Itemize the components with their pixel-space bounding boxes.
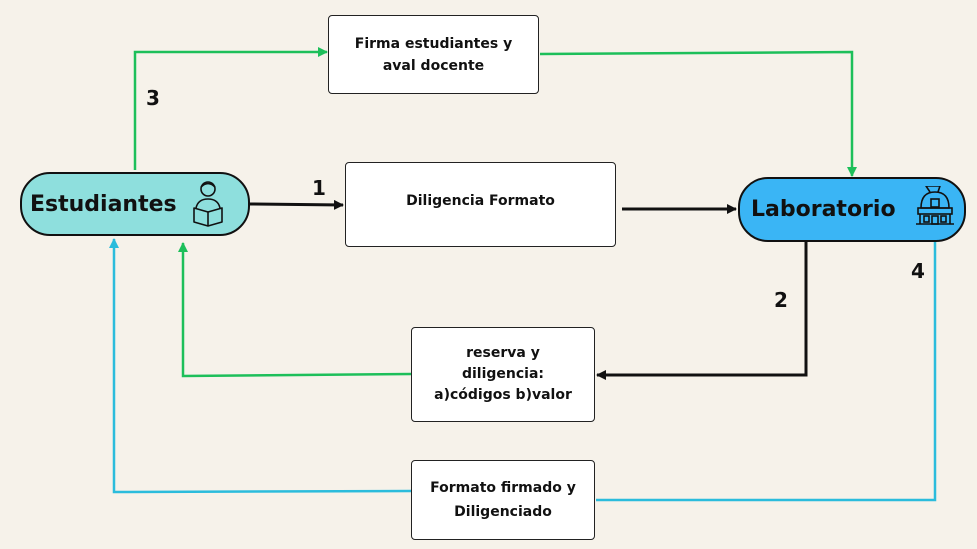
node-firma-line1: Firma estudiantes y: [354, 35, 513, 52]
edge-firma-to-laboratorio: [539, 50, 857, 177]
step-number-1: 1: [312, 176, 326, 200]
node-firmado-line1: Formato firmado y: [430, 480, 576, 496]
node-firma-line2: aval docente: [382, 57, 485, 74]
node-reserva-line2: diligencia:: [461, 366, 545, 382]
node-reserva-line3: a)códigos b)valor: [434, 387, 572, 403]
student-reading-icon: [193, 181, 223, 227]
node-reserva-line1: reserva y: [466, 345, 540, 361]
node-diligencia-formato: Diligencia Formato: [345, 162, 616, 247]
node-diligencia-formato-label: Diligencia Formato: [406, 193, 555, 209]
step-number-4: 4: [911, 259, 925, 283]
edge-laboratorio-to-firmado: [596, 242, 937, 502]
edge-reserva-to-estudiantes: [178, 242, 412, 378]
node-estudiantes-label: Estudiantes: [30, 191, 177, 217]
node-laboratorio-label: Laboratorio: [751, 197, 896, 222]
observatory-icon: [916, 186, 954, 225]
node-formato-firmado: Formato firmado y Diligenciado: [411, 460, 595, 540]
node-firmado-line2: Diligenciado: [454, 504, 552, 520]
edge-firmado-to-estudiantes: [109, 238, 412, 494]
edge-estudiantes-to-formato: [249, 199, 344, 210]
step-number-3: 3: [146, 86, 160, 110]
edge-laboratorio-to-reserva: [596, 242, 808, 380]
node-firma: Firma estudiantes y aval docente: [328, 15, 539, 94]
edge-estudiantes-to-firma: [133, 47, 328, 170]
step-number-2: 2: [774, 288, 788, 312]
node-reserva: reserva y diligencia: a)códigos b)valor: [411, 327, 595, 422]
